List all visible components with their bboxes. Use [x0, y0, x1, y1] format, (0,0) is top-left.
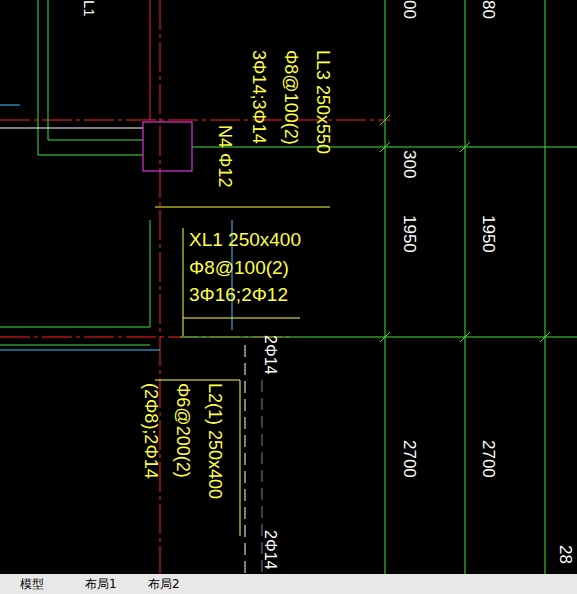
axis-label: L1 [82, 0, 97, 17]
dimension-text: 00 [401, 0, 418, 19]
layout-tab: 布局1 [85, 578, 117, 590]
rebar-note: 2Φ14 [262, 335, 278, 374]
beam-rebar: 3Φ16;2Φ12 [189, 285, 288, 304]
beam-stirrup: Φ6@200(2) [174, 383, 192, 478]
beam-stirrup: Φ8@100(2) [189, 258, 289, 277]
beam-label: LL3 250x550 [314, 50, 332, 154]
dimension-text: 1950 [401, 215, 418, 253]
dimension-text: 300 [401, 150, 418, 178]
beam-stirrup: Φ8@100(2) [282, 50, 300, 145]
beam-rebar: 3Φ14;3Φ14 [250, 50, 268, 144]
beam-side-rebar: N4 Φ12 [216, 125, 234, 187]
dimension-text: 2700 [480, 440, 497, 478]
dimension-text: 2700 [401, 440, 418, 478]
rebar-note: 2Φ14 [262, 530, 278, 569]
dimension-text: 28 [557, 545, 574, 564]
dimension-text: 80 [480, 0, 497, 19]
layout-tab: 模型 [20, 578, 44, 590]
beam-rebar: (2Φ8);2Φ14 [142, 383, 160, 479]
dimension-text: 1950 [480, 215, 497, 253]
beam-label: XL1 250x400 [189, 230, 301, 249]
layout-tab: 布局2 [148, 578, 180, 590]
beam-label: L2(1) 250x400 [206, 383, 224, 499]
